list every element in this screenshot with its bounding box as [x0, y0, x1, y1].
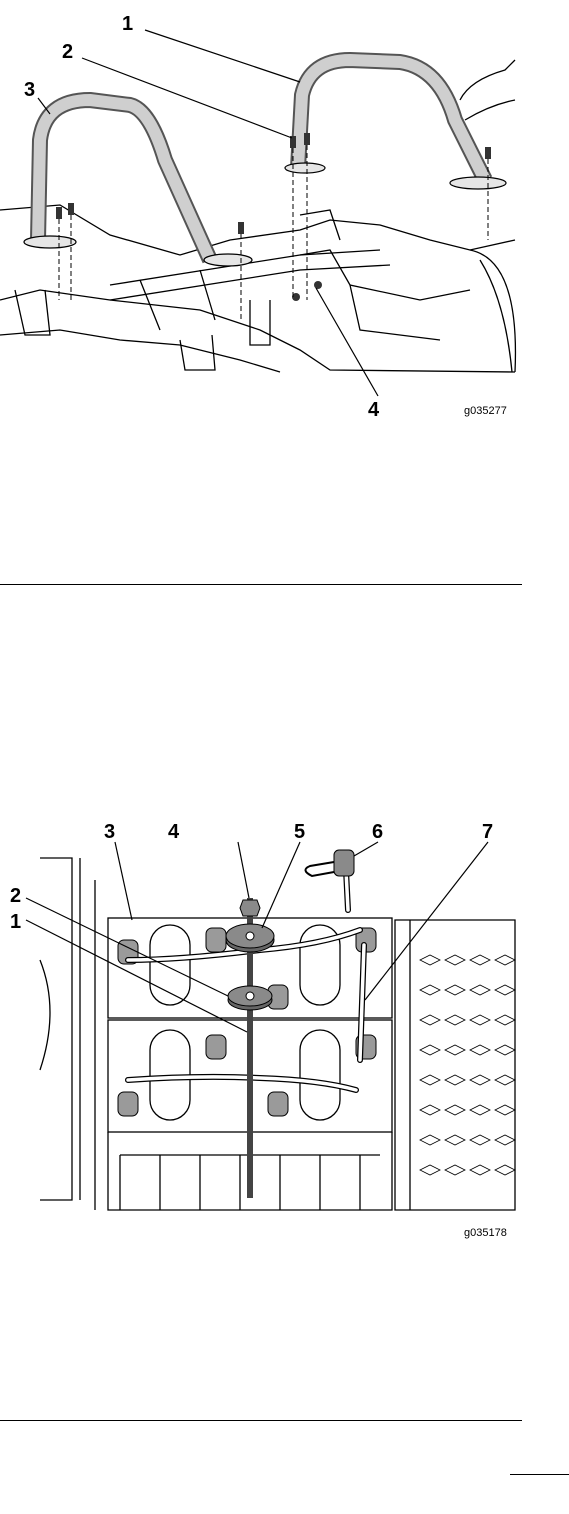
battery-pack-illustration: 1 2 3 4 5 6 7 g035178 — [0, 810, 530, 1250]
figure-id: g035178 — [464, 1227, 507, 1239]
figure-handle-assembly: 1 2 3 4 g035277 — [0, 0, 530, 440]
callout-1: 1 — [10, 911, 21, 933]
callout-6: 6 — [372, 821, 383, 843]
callout-4: 4 — [368, 399, 380, 421]
figure-battery-pack: 1 2 3 4 5 6 7 g035178 — [0, 810, 530, 1250]
callout-5: 5 — [294, 821, 305, 843]
section-divider — [0, 1420, 522, 1421]
handle-assembly-illustration: 1 2 3 4 g035277 — [0, 0, 530, 440]
footer-divider — [510, 1474, 569, 1475]
section-divider — [0, 584, 522, 585]
callout-2: 2 — [62, 41, 73, 63]
callout-3: 3 — [24, 79, 35, 101]
callout-7: 7 — [482, 821, 493, 843]
callout-4: 4 — [168, 821, 180, 843]
callout-3: 3 — [104, 821, 115, 843]
callout-1: 1 — [122, 13, 133, 35]
figure-id: g035277 — [464, 405, 507, 417]
callout-2: 2 — [10, 885, 21, 907]
